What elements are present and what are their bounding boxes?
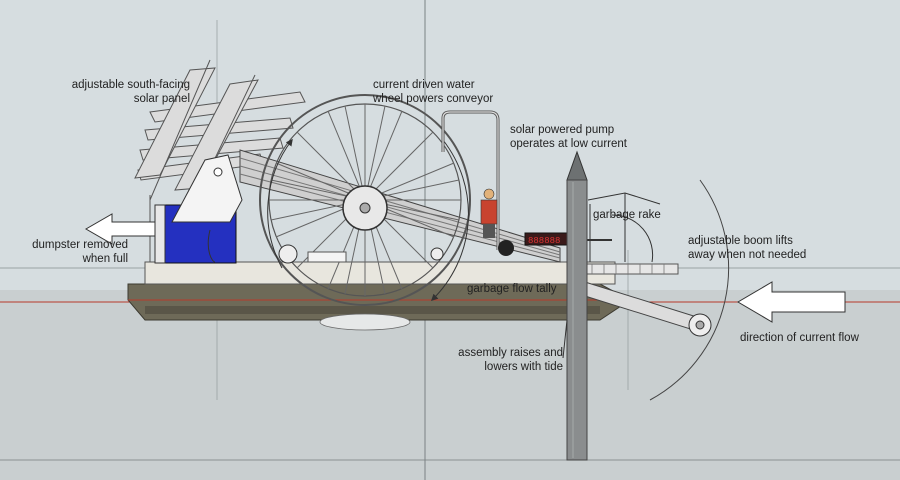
lift-cable bbox=[207, 229, 216, 263]
wheel-submerged-shadow bbox=[319, 313, 411, 331]
tray bbox=[307, 251, 347, 263]
dumpster-lift-arm bbox=[171, 154, 243, 223]
wheel-rotation-arrow bbox=[267, 138, 293, 269]
idler-pulley bbox=[430, 247, 444, 261]
current-direction-arrow bbox=[737, 281, 846, 323]
boom-roller-hub bbox=[695, 320, 705, 330]
water-area bbox=[0, 290, 900, 480]
rake-teeth-marks bbox=[579, 264, 665, 274]
water-wheel-label: current driven water wheel powers convey… bbox=[373, 79, 494, 105]
lift-arm-pivot bbox=[213, 167, 223, 177]
solar-pump-label: solar powered pump operates at low curre… bbox=[510, 124, 627, 150]
operator-figure bbox=[480, 188, 498, 238]
barge-hull bbox=[127, 261, 631, 321]
dumpster-removal-arrow bbox=[84, 213, 156, 245]
solar-panel-array bbox=[134, 59, 306, 262]
tide-leader bbox=[562, 319, 568, 359]
pump-motor bbox=[498, 240, 514, 256]
dumpster-label: dumpster removed when full bbox=[32, 239, 128, 265]
garbage-rake-label: garbage rake bbox=[593, 209, 661, 221]
current-direction-label: direction of current flow bbox=[740, 332, 859, 344]
boom-swing-arc bbox=[649, 179, 730, 401]
flow-tally-label: garbage flow tally bbox=[467, 283, 557, 295]
solar-panel-label: adjustable south-facing solar panel bbox=[71, 79, 190, 105]
water-wheel bbox=[259, 94, 471, 306]
idler-pulley bbox=[278, 244, 298, 264]
boom-label: adjustable boom lifts away when not need… bbox=[688, 235, 807, 261]
piling bbox=[566, 150, 588, 461]
tide-label: assembly raises and lowers with tide bbox=[458, 347, 563, 373]
pump-pipe-inner bbox=[442, 111, 499, 250]
flow-loop-arrow bbox=[430, 139, 469, 301]
tally-digits: 888888 bbox=[528, 236, 560, 246]
